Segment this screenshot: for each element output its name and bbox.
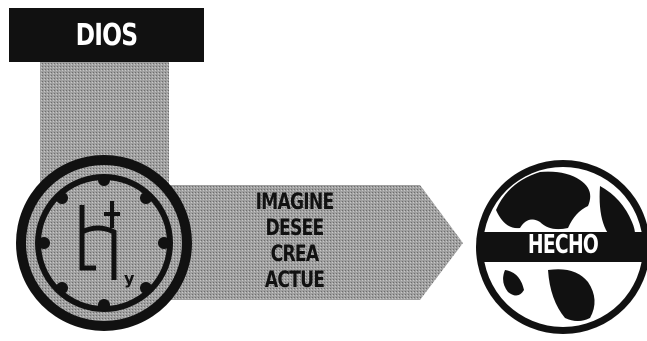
dios-label: DIOS	[30, 8, 182, 62]
action-crea: CREA	[246, 242, 344, 268]
symbol-subscript: y	[124, 269, 135, 288]
action-imagine: IMAGINE	[246, 190, 344, 216]
action-list: IMAGINE DESEE CREA ACTUE	[246, 190, 344, 294]
action-desee: DESEE	[246, 216, 344, 242]
action-actue: ACTUE	[246, 268, 344, 294]
clock-with-cross-symbol-icon: y	[16, 155, 192, 331]
hecho-label: HECHO	[502, 230, 624, 260]
